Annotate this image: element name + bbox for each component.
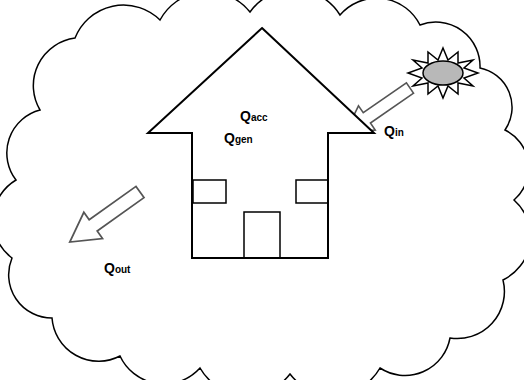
heat-out-arrow (60, 179, 149, 255)
door (244, 212, 280, 258)
sun-symbol (408, 48, 478, 98)
house-drawing (148, 28, 376, 260)
house-outline: QaccQgen (148, 28, 376, 260)
heat-label: Qacc (240, 108, 268, 125)
window (296, 180, 328, 203)
window (193, 180, 226, 203)
heat-label: Qout (104, 260, 130, 277)
heat-label: Qgen (224, 130, 253, 147)
house-wall (148, 28, 374, 258)
heat-label: Qin (384, 123, 404, 140)
